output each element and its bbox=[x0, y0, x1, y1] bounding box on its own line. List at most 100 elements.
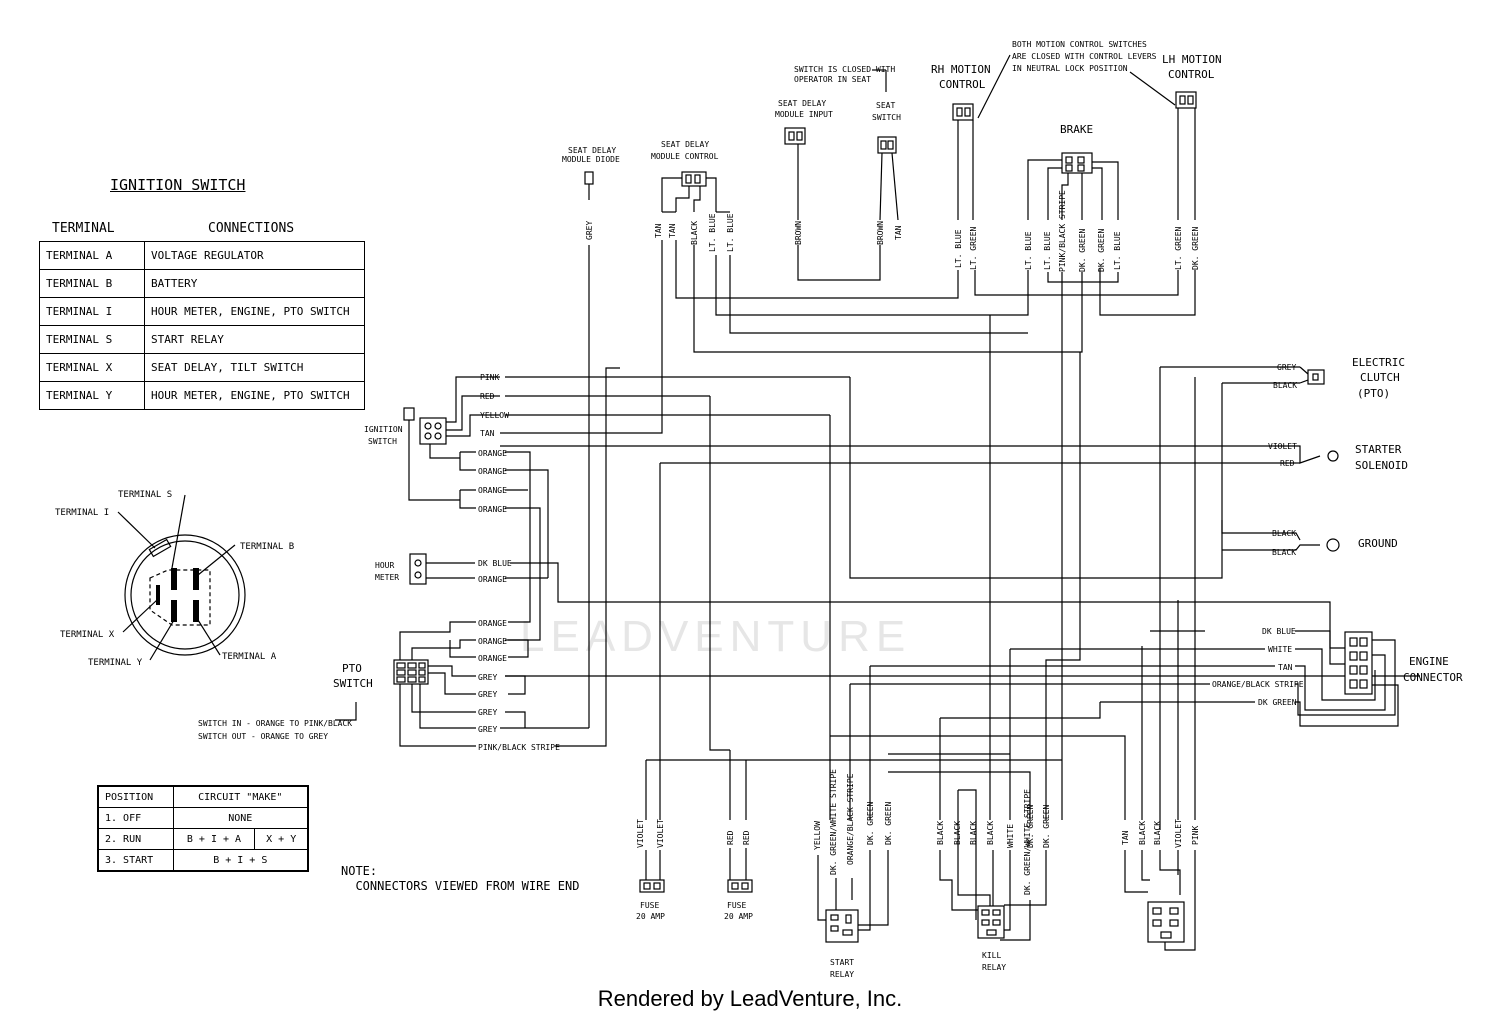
svg-text:DK. GREEN: DK. GREEN bbox=[1042, 804, 1051, 848]
svg-text:DK. GREEN: DK. GREEN bbox=[1026, 804, 1035, 848]
terminal-cell: TERMINAL X bbox=[39, 353, 145, 382]
circuit-make-header: CIRCUIT "MAKE" bbox=[172, 785, 309, 808]
svg-text:SWITCH OUT - ORANGE TO GREY: SWITCH OUT - ORANGE TO GREY bbox=[198, 732, 328, 741]
svg-text:TAN: TAN bbox=[894, 225, 903, 240]
svg-text:BLACK: BLACK bbox=[969, 821, 978, 845]
make-cell-2: X + Y bbox=[254, 828, 309, 850]
svg-text:SWITCH IS CLOSED WITH: SWITCH IS CLOSED WITH bbox=[794, 65, 895, 74]
svg-text:LT. BLUE: LT. BLUE bbox=[1043, 231, 1052, 270]
terminal-cell: TERMINAL A bbox=[39, 241, 145, 270]
svg-text:ORANGE: ORANGE bbox=[478, 654, 507, 663]
svg-text:IGNITION: IGNITION bbox=[364, 425, 403, 434]
svg-text:WHITE: WHITE bbox=[1268, 645, 1292, 654]
lh-motion-control: LH MOTION CONTROL LT. GREEN DK. GREEN bbox=[974, 53, 1222, 316]
hour-meter: HOUR METER DK BLUE ORANGE bbox=[375, 553, 1345, 649]
terminal-i-label: TERMINAL I bbox=[55, 508, 109, 518]
svg-text:ORANGE: ORANGE bbox=[478, 505, 507, 514]
svg-text:LT. BLUE: LT. BLUE bbox=[954, 229, 963, 268]
svg-text:BLACK: BLACK bbox=[986, 821, 995, 845]
bottom-wire-labels: VIOLET VIOLET RED RED YELLOW DK. GREEN/W… bbox=[636, 769, 1200, 895]
svg-text:CONNECTOR: CONNECTOR bbox=[1403, 671, 1463, 684]
svg-text:BLACK: BLACK bbox=[690, 221, 699, 245]
svg-text:CLUTCH: CLUTCH bbox=[1360, 371, 1400, 384]
svg-text:BLACK: BLACK bbox=[1273, 381, 1297, 390]
svg-text:BLACK: BLACK bbox=[1153, 821, 1162, 845]
position-cell: 2. RUN bbox=[97, 828, 174, 850]
svg-text:SWITCH IN - ORANGE TO PINK/BLA: SWITCH IN - ORANGE TO PINK/BLACK bbox=[198, 719, 352, 728]
svg-text:ENGINE: ENGINE bbox=[1409, 655, 1449, 668]
svg-text:BROWN: BROWN bbox=[876, 221, 885, 245]
svg-text:VIOLET: VIOLET bbox=[656, 819, 665, 848]
fuse-1: FUSE 20 AMP bbox=[636, 850, 665, 921]
svg-text:SEAT DELAY: SEAT DELAY bbox=[568, 146, 616, 155]
svg-text:RELAY: RELAY bbox=[830, 970, 854, 979]
svg-text:DK. GREEN/WHITE STRIPE: DK. GREEN/WHITE STRIPE bbox=[829, 769, 838, 875]
svg-text:PINK: PINK bbox=[480, 373, 499, 382]
connections-column-header: CONNECTIONS bbox=[208, 221, 295, 236]
pto-relay bbox=[1124, 850, 1196, 951]
svg-text:LT. GREEN: LT. GREEN bbox=[969, 226, 978, 270]
svg-text:VIOLET: VIOLET bbox=[1174, 819, 1183, 848]
terminal-a-label: TERMINAL A bbox=[222, 652, 277, 662]
connection-cell: VOLTAGE REGULATOR bbox=[144, 241, 365, 270]
connection-cell: BATTERY bbox=[144, 269, 365, 298]
svg-text:DK. GREEN: DK. GREEN bbox=[1078, 228, 1087, 272]
svg-text:LH MOTION: LH MOTION bbox=[1162, 53, 1222, 66]
position-cell: 1. OFF bbox=[97, 807, 174, 829]
ignition-wires: PINK RED YELLOW TAN ORANGE ORANGE ORANGE… bbox=[459, 373, 1223, 820]
seat-delay-diode: SEAT DELAY MODULE DIODE GREY bbox=[500, 146, 620, 729]
terminal-column-header: TERMINAL bbox=[52, 221, 115, 236]
terminal-cell: TERMINAL I bbox=[39, 297, 145, 326]
make-cell: B + I + S bbox=[172, 849, 309, 872]
seat-switch: SWITCH IS CLOSED WITH OPERATOR IN SEAT S… bbox=[794, 65, 903, 245]
connection-cell: SEAT DELAY, TILT SWITCH bbox=[144, 353, 365, 382]
svg-text:PINK/BLACK STRIPE: PINK/BLACK STRIPE bbox=[1058, 190, 1067, 272]
svg-text:WHITE: WHITE bbox=[1006, 824, 1015, 848]
terminal-cell: TERMINAL B bbox=[39, 269, 145, 298]
svg-text:SEAT: SEAT bbox=[876, 101, 895, 110]
pto-switch: PTO SWITCH ORANGE ORANGE ORANGE GREY GRE… bbox=[198, 367, 1420, 752]
svg-text:ORANGE: ORANGE bbox=[478, 449, 507, 458]
watermark: LEADVENTURE bbox=[520, 612, 912, 661]
svg-text:BLACK: BLACK bbox=[1272, 548, 1296, 557]
connection-cell: HOUR METER, ENGINE, PTO SWITCH bbox=[144, 381, 365, 410]
svg-text:RED: RED bbox=[742, 830, 751, 845]
svg-text:LT. BLUE: LT. BLUE bbox=[1024, 231, 1033, 270]
svg-text:VIOLET: VIOLET bbox=[636, 819, 645, 848]
terminal-x-label: TERMINAL X bbox=[60, 630, 115, 640]
svg-text:GREY: GREY bbox=[478, 708, 497, 717]
svg-text:DK GREEN: DK GREEN bbox=[1258, 698, 1297, 707]
terminal-s-label: TERMINAL S bbox=[118, 490, 172, 500]
electric-clutch: ELECTRIC CLUTCH (PTO) GREY BLACK bbox=[1159, 356, 1405, 830]
svg-text:DK BLUE: DK BLUE bbox=[1262, 627, 1296, 636]
ignition-switch-title: IGNITION SWITCH bbox=[110, 176, 246, 194]
connector-note: NOTE: CONNECTORS VIEWED FROM WIRE END bbox=[341, 864, 580, 893]
position-table: POSITION CIRCUIT "MAKE" 1. OFF NONE 2. R… bbox=[97, 785, 309, 872]
svg-text:TAN: TAN bbox=[1121, 830, 1130, 845]
bottom-harness bbox=[645, 315, 1196, 820]
svg-text:YELLOW: YELLOW bbox=[480, 411, 509, 420]
connection-cell: HOUR METER, ENGINE, PTO SWITCH bbox=[144, 297, 365, 326]
svg-text:LT. GREEN: LT. GREEN bbox=[1174, 226, 1183, 270]
svg-text:PINK/BLACK STRIPE: PINK/BLACK STRIPE bbox=[478, 743, 560, 752]
svg-text:TAN: TAN bbox=[480, 429, 495, 438]
svg-text:MODULE CONTROL: MODULE CONTROL bbox=[651, 152, 719, 161]
svg-text:SOLENOID: SOLENOID bbox=[1355, 459, 1408, 472]
svg-text:BRAKE: BRAKE bbox=[1060, 123, 1093, 136]
svg-text:ORANGE: ORANGE bbox=[478, 619, 507, 628]
svg-text:DK. GREEN: DK. GREEN bbox=[884, 801, 893, 845]
engine-connector: ENGINE CONNECTOR DK BLUE WHITE TAN ORANG… bbox=[850, 627, 1463, 727]
svg-text:DK. GREEN/WHITE STRIPE: DK. GREEN/WHITE STRIPE bbox=[1023, 789, 1032, 895]
fuse-2: FUSE 20 AMP bbox=[724, 848, 753, 921]
svg-text:RELAY: RELAY bbox=[982, 963, 1006, 972]
table-row: 2. RUN B + I + A X + Y bbox=[97, 828, 309, 850]
svg-text:BLACK: BLACK bbox=[1138, 821, 1147, 845]
svg-text:GREY: GREY bbox=[478, 690, 497, 699]
top-harness bbox=[500, 240, 1083, 760]
svg-text:CONTROL: CONTROL bbox=[1168, 68, 1215, 81]
make-cell: NONE bbox=[172, 807, 309, 829]
terminal-b-label: TERMINAL B bbox=[240, 542, 294, 552]
